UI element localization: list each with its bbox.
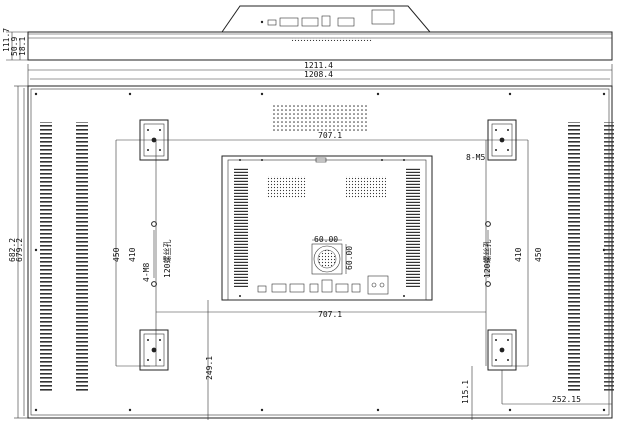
mount-hole-left-top <box>151 221 157 227</box>
dim-inner-width: 1208.4 <box>304 70 333 79</box>
dim-hole-span-vertical-left: 410 <box>128 247 137 262</box>
dim-hole-span-vertical-right: 410 <box>514 247 523 262</box>
dim-hole-span-bottom: 707.1 <box>318 310 342 319</box>
dim-depth-bezel: 18.1 <box>18 37 27 56</box>
dim-inner-height: 679.2 <box>15 238 24 262</box>
dim-bracket-height-right: 450 <box>534 247 543 262</box>
mount-hole-right-top <box>485 221 491 227</box>
dim-bracket-height-left: 450 <box>112 247 121 262</box>
side-view: 111.7 50.9 18.1 <box>2 5 613 61</box>
bracket-bottom-left <box>139 329 169 371</box>
mount-hole-right-bottom <box>485 281 491 287</box>
width-dimensions: 1211.4 1208.4 <box>27 61 613 86</box>
dim-outer-height: 682.2 <box>8 238 17 262</box>
mount-label: 4-M8 <box>142 263 151 282</box>
screw-label: 8-M5 <box>466 153 485 162</box>
dim-fan-height: 60.00 <box>345 246 354 270</box>
connector-panel <box>257 275 389 295</box>
dim-bottom-offset-left: 249.1 <box>205 356 214 380</box>
mount-note-left: 120螺丝孔 <box>162 240 172 278</box>
mount-hole-left-bottom <box>151 281 157 287</box>
bracket-top-left <box>139 119 169 161</box>
dim-right-edge-offset: 252.15 <box>552 395 581 404</box>
rear-panel: 707.1 707.1 450 410 410 450 <box>27 85 614 420</box>
dim-depth-mid: 50.9 <box>10 37 19 56</box>
dim-fan-width: 60.00 <box>314 235 338 244</box>
bracket-bottom-right <box>487 329 517 371</box>
dim-bottom-offset-right: 115.1 <box>461 380 470 404</box>
height-dimensions: 682.2 679.2 <box>8 85 28 419</box>
dim-total-depth: 111.7 <box>2 28 11 52</box>
mount-note-right: 120螺丝孔 <box>482 240 492 278</box>
fan <box>311 239 347 275</box>
main-board: 60.00 60.00 <box>221 155 433 301</box>
dim-outer-width: 1211.4 <box>304 61 333 70</box>
bracket-top-right <box>487 119 517 161</box>
dim-hole-span-top: 707.1 <box>318 131 342 140</box>
